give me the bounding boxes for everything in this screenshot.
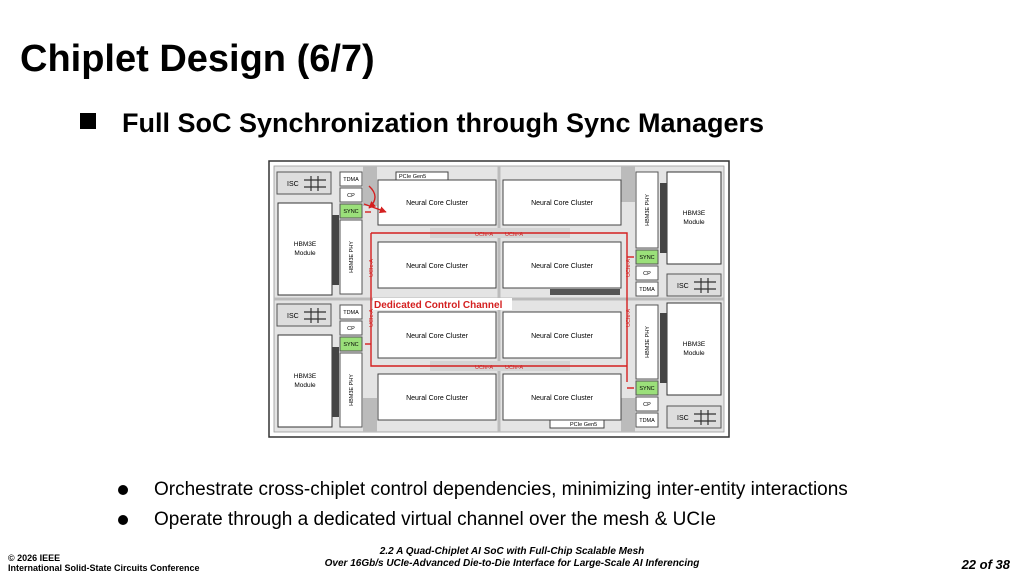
svg-text:TDMA: TDMA (639, 287, 655, 293)
neural-core-cluster: Neural Core Cluster (377, 179, 497, 226)
square-bullet-icon (80, 113, 96, 129)
svg-text:Neural Core Cluster: Neural Core Cluster (531, 200, 594, 207)
hbm-phy: HBM3E PHY (635, 304, 659, 380)
dedicated-control-channel (363, 185, 634, 389)
svg-text:CP: CP (347, 193, 355, 199)
svg-text:HBM3E: HBM3E (294, 241, 317, 248)
svg-text:ISC: ISC (287, 181, 299, 188)
ucie-label: UCIe-A (475, 365, 493, 371)
control-stack: SYNC CP TDMA (635, 380, 659, 428)
sync-manager (635, 249, 659, 265)
control-stack: TDMA CP SYNC (339, 304, 363, 352)
bullet-item: Operate through a dedicated virtual chan… (118, 505, 848, 535)
bullet-list: Orchestrate cross-chiplet control depend… (118, 475, 848, 535)
ucie-label: UCIe-A (505, 232, 523, 238)
neural-core-cluster: Neural Core Cluster (502, 311, 622, 359)
ucie-label: UCIe-A (626, 309, 632, 327)
subtitle-text: Full SoC Synchronization through Sync Ma… (122, 108, 765, 138)
svg-text:Neural Core Cluster: Neural Core Cluster (406, 395, 469, 402)
hbm-module: HBM3E Module (277, 202, 333, 296)
slide-title: Chiplet Design (6/7) (20, 38, 375, 80)
hbm-module: HBM3E Module (666, 171, 722, 265)
neural-core-cluster: Neural Core Cluster (377, 373, 497, 421)
sync-manager (339, 336, 363, 352)
svg-text:HBM3E PHY: HBM3E PHY (349, 374, 355, 406)
svg-text:Module: Module (294, 382, 316, 389)
pcie-block: PCIe Gen5 (549, 419, 605, 429)
svg-text:Neural Core Cluster: Neural Core Cluster (531, 333, 594, 340)
ucie-label: UCIe-A (626, 259, 632, 277)
isc-block: ISC (276, 171, 332, 195)
svg-text:SYNC: SYNC (639, 386, 654, 392)
hbm-phy: HBM3E PHY (339, 352, 363, 428)
svg-text:HBM3E: HBM3E (294, 373, 317, 380)
svg-text:TDMA: TDMA (639, 418, 655, 424)
isc-block: ISC (276, 303, 332, 327)
hbm-phy: HBM3E PHY (339, 219, 363, 295)
control-stack: TDMA CP SYNC (339, 171, 363, 219)
svg-text:PCIe Gen5: PCIe Gen5 (399, 174, 426, 180)
svg-text:ISC: ISC (677, 415, 689, 422)
ucie-label: UCIe-A (505, 365, 523, 371)
neural-core-cluster: Neural Core Cluster (377, 311, 497, 359)
svg-text:Neural Core Cluster: Neural Core Cluster (531, 395, 594, 402)
svg-text:HBM3E PHY: HBM3E PHY (645, 326, 651, 358)
svg-text:Module: Module (683, 219, 705, 226)
hbm-module: HBM3E Module (666, 302, 722, 396)
page-number: 22 of 38 (961, 557, 1010, 572)
svg-text:ISC: ISC (677, 283, 689, 290)
svg-text:SYNC: SYNC (343, 209, 358, 215)
svg-text:Neural Core Cluster: Neural Core Cluster (406, 333, 469, 340)
sync-manager (339, 203, 363, 219)
svg-text:Neural Core Cluster: Neural Core Cluster (406, 263, 469, 270)
footer-copyright: © 2026 IEEE International Solid-State Ci… (8, 553, 200, 573)
bullet-dot-icon (118, 515, 128, 525)
hbm-module: HBM3E Module (277, 334, 333, 428)
control-stack: SYNC CP TDMA (635, 249, 659, 297)
channel-label: Dedicated Control Channel (374, 300, 503, 311)
ucie-label: UCIe-A (369, 259, 375, 277)
slide-subtitle: Full SoC Synchronization through Sync Ma… (80, 108, 764, 139)
svg-text:TDMA: TDMA (343, 177, 359, 183)
ucie-label: UCIe-A (369, 309, 375, 327)
pcie-block: PCIe Gen5 (395, 171, 449, 181)
hbm-phy: HBM3E PHY (635, 171, 659, 249)
svg-text:CP: CP (347, 326, 355, 332)
sync-manager (635, 380, 659, 396)
svg-text:HBM3E PHY: HBM3E PHY (645, 194, 651, 226)
svg-text:HBM3E: HBM3E (683, 341, 706, 348)
svg-text:SYNC: SYNC (343, 342, 358, 348)
svg-text:SYNC: SYNC (639, 255, 654, 261)
bullet-item: Orchestrate cross-chiplet control depend… (118, 475, 848, 505)
neural-core-cluster: Neural Core Cluster (502, 179, 622, 226)
neural-core-cluster: Neural Core Cluster (502, 241, 622, 289)
svg-text:HBM3E PHY: HBM3E PHY (349, 241, 355, 273)
svg-text:PCIe Gen5: PCIe Gen5 (570, 422, 597, 428)
svg-text:Module: Module (683, 350, 705, 357)
svg-text:HBM3E: HBM3E (683, 210, 706, 217)
channel-label-bg (373, 298, 512, 310)
bullet-dot-icon (118, 485, 128, 495)
neural-core-cluster: Neural Core Cluster (502, 373, 622, 421)
isc-block: ISC (666, 273, 722, 297)
svg-text:ISC: ISC (287, 313, 299, 320)
svg-text:CP: CP (643, 402, 651, 408)
svg-text:Module: Module (294, 250, 316, 257)
svg-text:Neural Core Cluster: Neural Core Cluster (531, 263, 594, 270)
svg-text:TDMA: TDMA (343, 310, 359, 316)
ucie-label: UCIe-A (475, 232, 493, 238)
footer-paper-title: 2.2 A Quad-Chiplet AI SoC with Full-Chip… (324, 546, 700, 569)
isc-block: ISC (666, 405, 722, 429)
svg-text:CP: CP (643, 271, 651, 277)
neural-core-cluster: Neural Core Cluster (377, 241, 497, 289)
svg-text:Neural Core Cluster: Neural Core Cluster (406, 200, 469, 207)
